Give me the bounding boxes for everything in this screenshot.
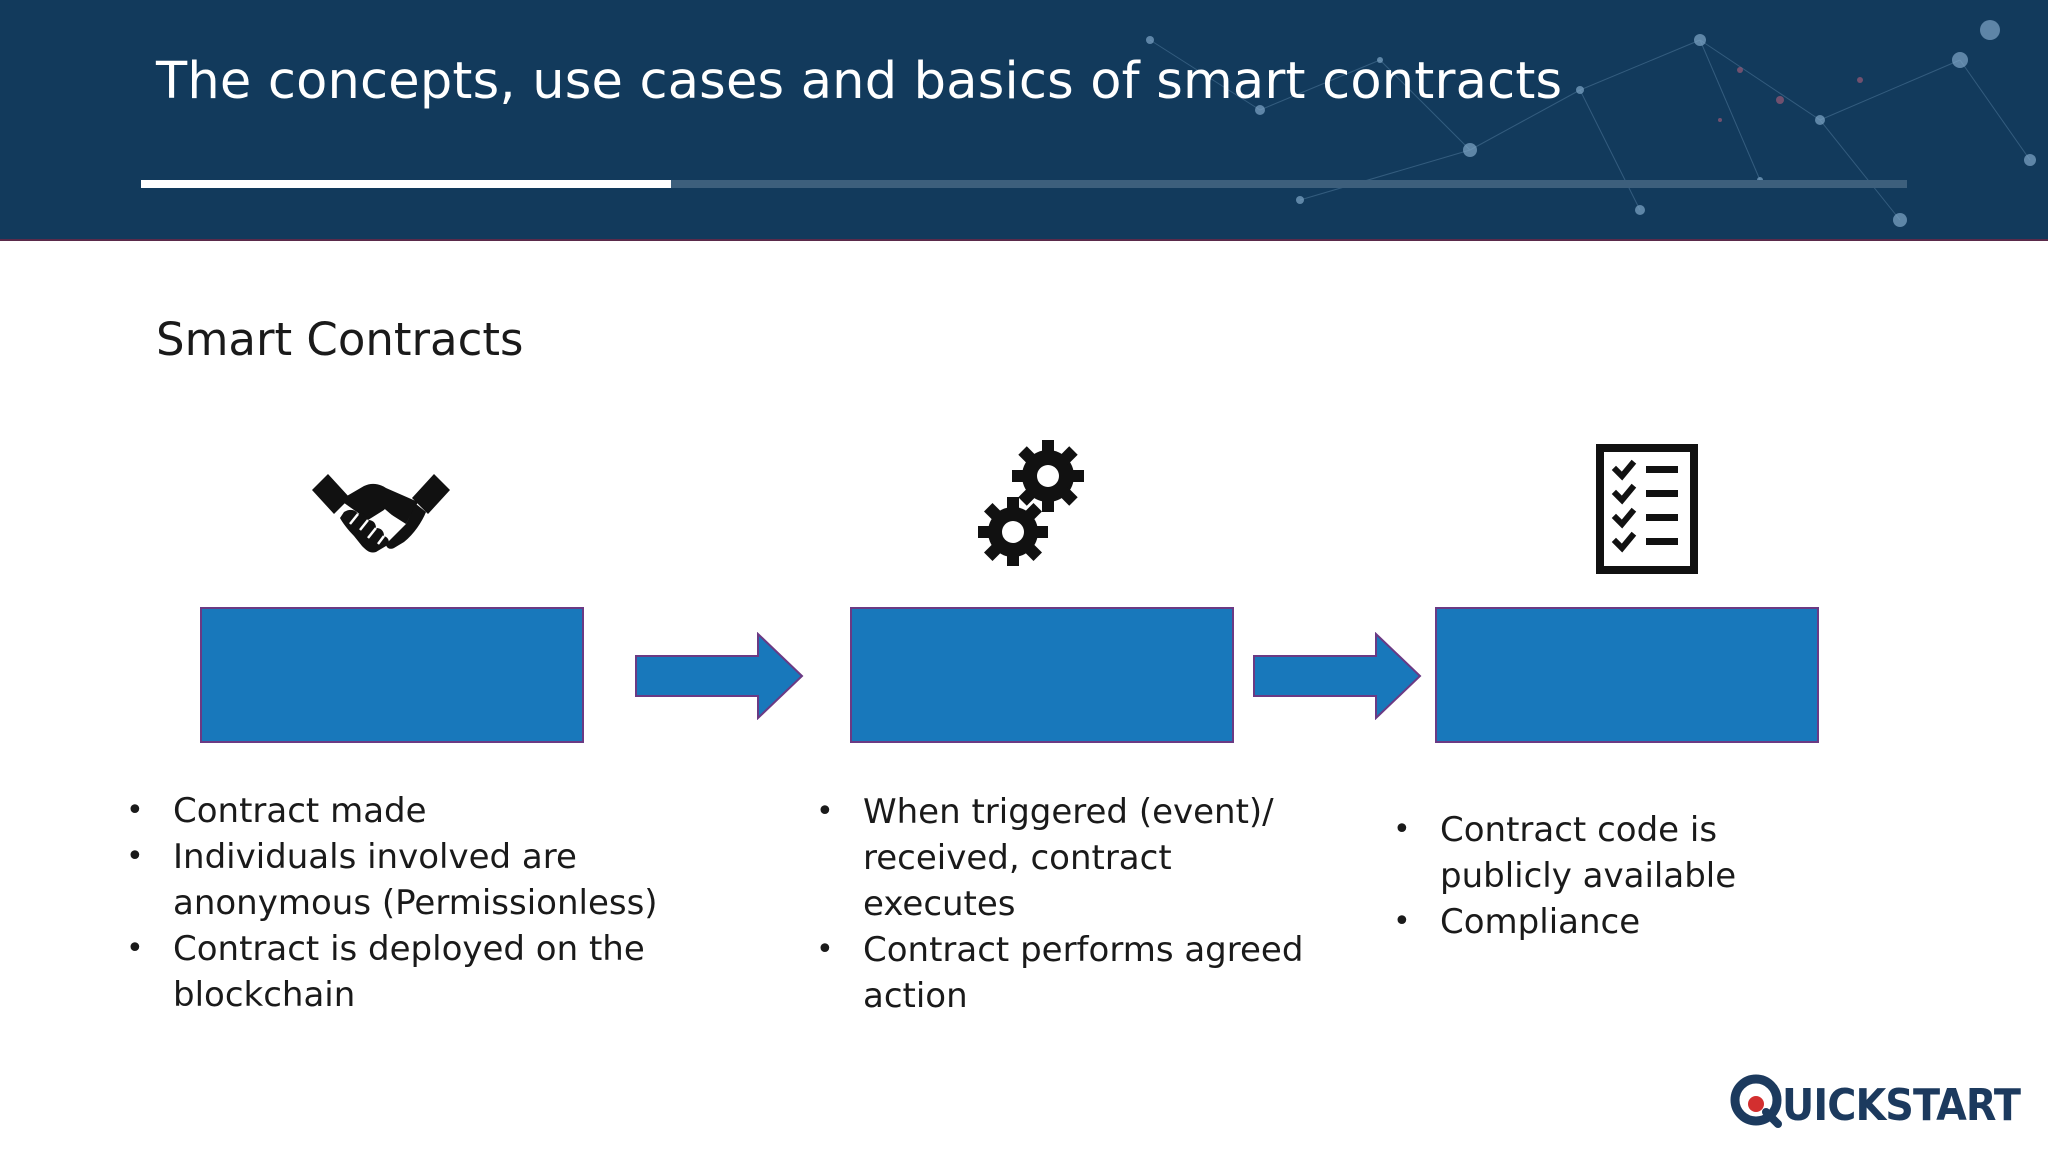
progress-bar [141, 180, 1907, 188]
bullet-item: Contract code is publicly available [1393, 807, 1753, 899]
bullet-item: Contract is deployed on the blockchain [126, 926, 756, 1018]
checklist-icon [1596, 444, 1698, 574]
bullet-item: Compliance [1393, 899, 1753, 945]
arrow-right-icon [1253, 632, 1422, 720]
step-2-bullet-list: When triggered (event)/ received, contra… [816, 789, 1316, 1019]
bullet-item: Contract performs agreed action [816, 927, 1316, 1019]
svg-text:UICKSTART: UICKSTART [1782, 1080, 2021, 1128]
step-1-bullet-list: Contract made Individuals involved are a… [126, 788, 756, 1018]
bullet-item: Contract made [126, 788, 756, 834]
network-background-decoration [1146, 20, 2036, 227]
handshake-icon [312, 474, 450, 553]
gears-icon [978, 440, 1084, 566]
step-box-1 [200, 607, 584, 743]
slide-header-title: The concepts, use cases and basics of sm… [156, 52, 1563, 111]
quickstart-logo: UICKSTART [1730, 1074, 2022, 1128]
section-title: Smart Contracts [156, 313, 524, 366]
progress-bar-fill [141, 180, 671, 188]
bullet-item: When triggered (event)/ received, contra… [816, 789, 1316, 927]
arrow-right-icon [635, 632, 804, 720]
step-box-2 [850, 607, 1234, 743]
step-box-3 [1435, 607, 1819, 743]
step-3-bullet-list: Contract code is publicly available Comp… [1393, 807, 1753, 945]
header-banner: The concepts, use cases and basics of sm… [0, 0, 2048, 241]
bullet-item: Individuals involved are anonymous (Perm… [126, 834, 756, 926]
